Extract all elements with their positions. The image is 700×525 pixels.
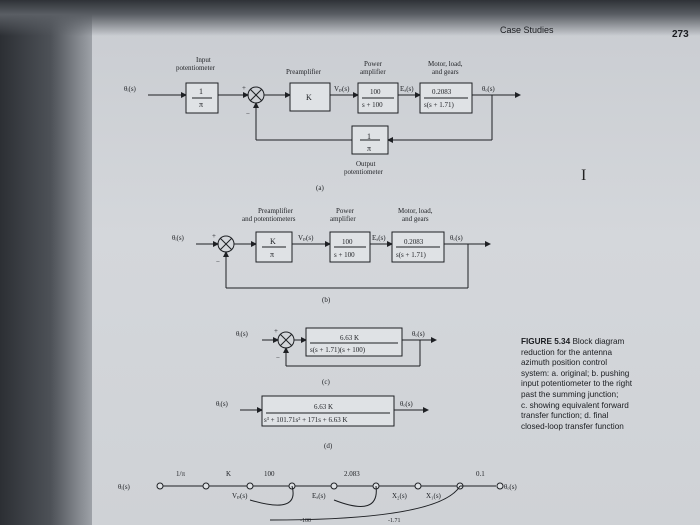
b-motor-num: 0.2083 [404, 238, 424, 246]
closed-loop-tf-block-d [261, 395, 395, 427]
a-out-pot-title-2: potentiometer [344, 168, 384, 176]
sfg-gain-2083: 2.083 [344, 470, 360, 478]
b-motor-den: s(s + 1.71) [396, 251, 426, 259]
b-input-signal: θᵢ(s) [172, 234, 185, 242]
sfg-node-x1: X₁(s) [426, 492, 442, 500]
figure-caption-line-2: reduction for the antenna [521, 347, 613, 357]
diagram-d [240, 395, 429, 427]
b-output-signal: θₒ(s) [450, 234, 463, 242]
a-out-pot-den: π [367, 144, 371, 153]
figure-caption-line-6: past the summing junction; [521, 389, 619, 399]
page-top-shadow [0, 0, 700, 36]
figure-caption: FIGURE 5.34 Block diagram reduction for … [521, 337, 671, 432]
page-left-shadow [0, 0, 92, 525]
b-motor-title-1: Motor, load, [398, 207, 433, 215]
sfg-node-x2: X₂(s) [392, 492, 408, 500]
sfg-loop-171: -1.71 [388, 518, 401, 524]
a-motor-title-2: and gears [432, 68, 459, 76]
a-motor-den: s(s + 1.71) [424, 101, 454, 109]
d-output-signal: θₒ(s) [400, 400, 413, 408]
c-plus-sign: + [274, 327, 278, 335]
a-out-pot-num: 1 [367, 132, 371, 141]
diagram-b [196, 231, 491, 289]
a-power-amp-num: 100 [370, 88, 381, 96]
sfg-gain-k: K [226, 470, 231, 478]
a-label: (a) [316, 184, 324, 192]
a-preamp-title: Preamplifier [286, 68, 322, 76]
signal-flow-graph [156, 482, 504, 521]
b-vp: Vₚ(s) [298, 234, 314, 242]
b-power-amp-title-2: amplifier [330, 215, 356, 223]
a-minus-sign: − [246, 110, 250, 118]
a-power-amp-title-1: Power [364, 60, 383, 68]
b-plus-sign: + [212, 232, 216, 240]
sfg-node-vp: Vₚ(s) [232, 492, 248, 500]
a-input-pot-title-1: Input [196, 56, 211, 64]
sfg-loop-100: -100 [300, 518, 311, 524]
running-head: Case Studies [500, 25, 554, 35]
forward-tf-block-c [305, 327, 403, 357]
sfg-node-ea: Eₐ(s) [312, 492, 326, 500]
a-input-signal: θᵢ(s) [124, 85, 137, 93]
sfg-gain-1: 1/π [176, 470, 185, 478]
b-preamp-den: π [270, 250, 274, 259]
figure-caption-line-9: closed-loop transfer function [521, 421, 624, 431]
b-power-amp-den: s + 100 [334, 251, 355, 259]
a-plus-sign: + [242, 84, 246, 92]
a-preamp-gain: K [306, 93, 312, 102]
diagram-c [262, 327, 437, 367]
sfg-gain-100: 100 [264, 470, 275, 478]
diagram-a [148, 82, 521, 155]
c-num: 6.63 K [340, 334, 359, 342]
figure-caption-line-8: transfer function; d. final [521, 411, 609, 421]
sfg-gain-01: 0.1 [476, 470, 485, 478]
a-ea: Eₐ(s) [400, 85, 414, 93]
b-preamp-title-1: Preamplifier [258, 207, 294, 215]
b-label: (b) [322, 296, 331, 304]
a-input-pot-title-2: potentiometer [176, 64, 216, 72]
a-input-pot-den: π [199, 100, 203, 109]
page-number: 273 [672, 29, 689, 40]
d-label: (d) [324, 442, 333, 450]
d-input-signal: θᵢ(s) [216, 400, 229, 408]
a-power-amp-den: s + 100 [362, 101, 383, 109]
a-motor-num: 0.2083 [432, 88, 452, 96]
b-preamp-num: K [270, 237, 276, 246]
a-motor-title-1: Motor, load, [428, 60, 463, 68]
b-power-amp-num: 100 [342, 238, 353, 246]
figure-caption-line-4: system: a. original; b. pushing [521, 368, 630, 378]
d-num: 6.63 K [314, 403, 333, 411]
b-ea: Eₐ(s) [372, 234, 386, 242]
sfg-input: θᵢ(s) [118, 483, 131, 491]
a-input-pot-num: 1 [199, 87, 203, 96]
figure-caption-line-3: azimuth position control [521, 358, 608, 368]
a-vp: Vₚ(s) [334, 85, 350, 93]
b-minus-sign: − [216, 258, 220, 266]
c-minus-sign: − [276, 354, 280, 362]
figure-caption-line-5: input potentiometer to the right [521, 379, 633, 389]
figure-caption-label: FIGURE 5.34 [521, 337, 571, 346]
d-den: s³ + 101.71s² + 171s + 6.63 K [264, 416, 348, 424]
figure-caption-line-7: c. showing equivalent forward [521, 400, 629, 410]
b-motor-title-2: and gears [402, 215, 429, 223]
text-cursor-icon: I [581, 167, 587, 184]
a-power-amp-title-2: amplifier [360, 68, 386, 76]
a-output-signal: θₒ(s) [482, 85, 495, 93]
c-label: (c) [322, 378, 330, 386]
sfg-output: θₒ(s) [504, 483, 517, 491]
c-input-signal: θᵢ(s) [236, 330, 249, 338]
c-output-signal: θₒ(s) [412, 330, 425, 338]
preamp-block-a [289, 82, 331, 112]
b-power-amp-title-1: Power [336, 207, 355, 215]
a-out-pot-title-1: Output [356, 160, 376, 168]
figure-caption-line-1: Block diagram [572, 337, 625, 346]
c-den: s(s + 1.71)(s + 100) [310, 346, 366, 354]
b-preamp-title-2: and potentiometers [242, 215, 296, 223]
